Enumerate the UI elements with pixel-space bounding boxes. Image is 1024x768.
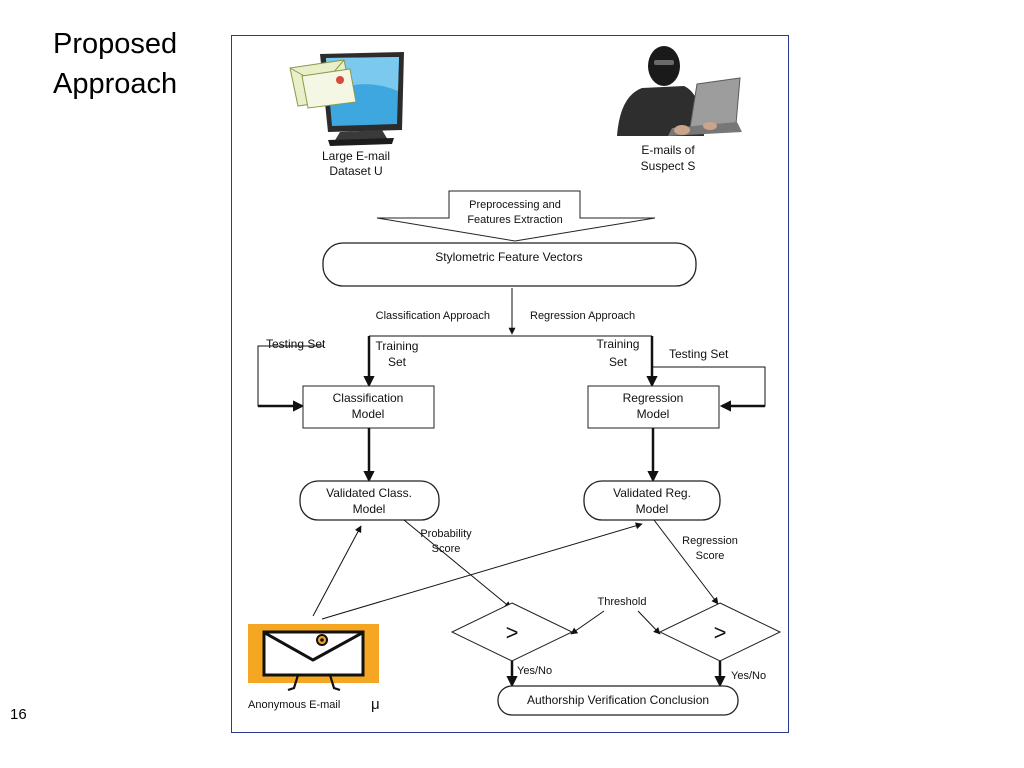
classification-model-box <box>302 385 435 429</box>
regression-model-box <box>587 385 720 429</box>
anonymous-to-reg-arrow <box>321 522 643 620</box>
threshold-label: Threshold <box>598 596 647 608</box>
preprocessing-label-1: Preprocessing and <box>469 199 561 211</box>
suspect-hacker-icon <box>617 46 742 136</box>
preprocessing-label-2: Features Extraction <box>467 214 562 226</box>
validated-class-label-2: Model <box>353 502 386 516</box>
yes-no-label-right: Yes/No <box>731 670 766 682</box>
comparison-symbol-left: > <box>506 620 519 645</box>
comparison-symbol-right: > <box>714 620 727 645</box>
testing-set-right-label: Testing Set <box>669 347 729 361</box>
feature-vectors-label: Stylometric Feature Vectors <box>435 250 582 264</box>
mu-symbol: μ <box>371 696 380 713</box>
validated-reg-label-1: Validated Reg. <box>613 486 691 500</box>
slide-title-line-1: Proposed <box>53 28 178 60</box>
dataset-label-1: Large E-mail <box>322 149 390 163</box>
yes-no-label-left: Yes/No <box>517 665 552 677</box>
probability-score-arrow <box>403 519 512 609</box>
suspect-label-2: Suspect S <box>641 159 696 173</box>
classification-model-label-1: Classification <box>333 391 404 405</box>
probability-score-label-1: Probability <box>420 528 472 540</box>
flowchart-canvas: Large E-mail Dataset U E-mails of Suspec… <box>248 46 782 716</box>
probability-score-label-2: Score <box>432 543 461 555</box>
dataset-label-2: Dataset U <box>329 164 382 178</box>
anonymous-email-icon <box>248 624 379 692</box>
validated-reg-label-2: Model <box>636 502 669 516</box>
validated-class-model-box <box>299 480 440 521</box>
anonymous-email-label: Anonymous E-mail <box>248 699 340 711</box>
preprocessing-block-arrow <box>376 190 656 242</box>
training-set-left-label-2: Set <box>388 355 407 369</box>
flowchart-figure: Large E-mail Dataset U E-mails of Suspec… <box>231 35 789 733</box>
training-set-right-label-2: Set <box>609 355 628 369</box>
regression-model-label-1: Regression <box>623 391 684 405</box>
validated-class-label-1: Validated Class. <box>326 486 412 500</box>
anonymous-to-class-arrow <box>312 525 362 617</box>
threshold-arrow-right <box>637 610 661 635</box>
training-set-right-label-1: Training <box>597 337 640 351</box>
computer-monitor-icon <box>289 52 404 146</box>
regression-score-label-1: Regression <box>682 535 738 547</box>
slide-title-line-2: Approach <box>53 68 178 100</box>
regression-score-arrow <box>653 519 719 605</box>
suspect-label-1: E-mails of <box>641 143 695 157</box>
classification-approach-label: Classification Approach <box>376 310 490 322</box>
validated-reg-model-box <box>583 480 721 521</box>
slide-title: Proposed Approach <box>53 24 177 104</box>
regression-score-label-2: Score <box>696 550 725 562</box>
regression-approach-label: Regression Approach <box>530 310 635 322</box>
conclusion-label: Authorship Verification Conclusion <box>527 693 709 707</box>
regression-model-label-2: Model <box>637 407 670 421</box>
page-number: 16 <box>10 706 27 723</box>
classification-model-label-2: Model <box>352 407 385 421</box>
training-set-left-label-1: Training <box>376 339 419 353</box>
threshold-arrow-left <box>570 610 605 635</box>
testing-set-left-label: Testing Set <box>266 337 326 351</box>
conclusion-box <box>497 685 739 716</box>
envelope-icon <box>289 59 357 109</box>
feature-vectors-box <box>322 242 697 287</box>
